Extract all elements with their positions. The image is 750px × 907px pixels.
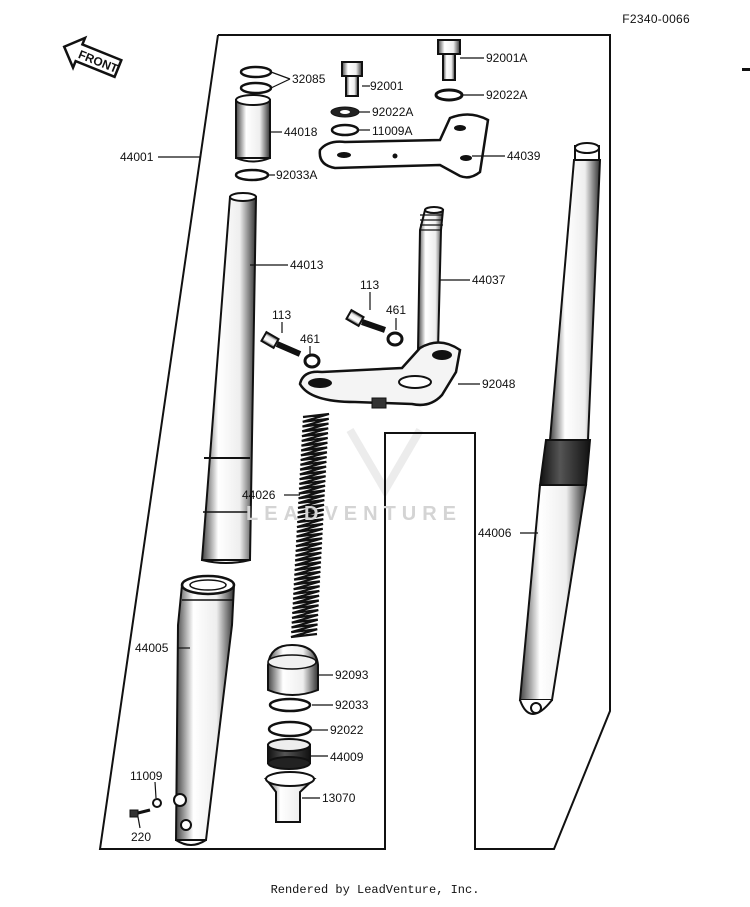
bolt-220: [129, 808, 151, 818]
spacer-44018: [235, 94, 271, 163]
edge-mark: [742, 68, 750, 71]
label-220: 220: [131, 830, 152, 844]
piston-92093: [267, 643, 319, 696]
leader-lines: [137, 57, 538, 829]
washer-92022a-right: [434, 88, 464, 102]
washer-11009a: [330, 123, 360, 137]
label-44037: 44037: [472, 273, 506, 287]
label-92001a: 92001A: [486, 51, 528, 65]
washer-11009: [152, 798, 162, 808]
lower-bracket-92048: [298, 341, 462, 409]
label-92048: 92048: [482, 377, 516, 391]
bolt-92001a: [437, 39, 461, 81]
label-92022a-right: 92022A: [486, 88, 528, 102]
label-92033a: 92033A: [276, 168, 318, 182]
label-92093: 92093: [335, 668, 369, 682]
diagram-code: F2340-0066: [622, 12, 690, 26]
label-11009a: 11009A: [372, 124, 413, 138]
label-92033: 92033: [335, 698, 369, 712]
washer-461-b: [303, 353, 321, 369]
bolt-92001: [341, 61, 363, 97]
label-44018: 44018: [284, 125, 318, 139]
bolt-113-a: [345, 308, 386, 333]
frame-outline: [98, 34, 611, 850]
label-44006: 44006: [478, 526, 512, 540]
label-461-b: 461: [300, 332, 321, 346]
label-461-a: 461: [386, 303, 407, 317]
label-44001: 44001: [120, 150, 154, 164]
label-44005: 44005: [135, 641, 169, 655]
oring-92033: [268, 697, 312, 713]
fork-assembly-44006: [518, 142, 602, 715]
outer-tube-44005: [173, 574, 236, 846]
label-92001: 92001: [370, 79, 404, 93]
washer-461-a: [386, 331, 404, 347]
label-44026: 44026: [242, 488, 276, 502]
label-44013: 44013: [290, 258, 324, 272]
footer-credit: Rendered by LeadVenture, Inc.: [270, 883, 480, 897]
oring-92033a: [234, 168, 270, 182]
washer-92022a-left: [330, 106, 360, 118]
bushing-13070: [263, 771, 317, 823]
spring-44026: [290, 412, 330, 639]
label-13070: 13070: [322, 791, 356, 805]
label-113-a: 113: [360, 278, 380, 292]
watermark-text: LEADVENTURE: [246, 503, 463, 525]
label-92022: 92022: [330, 723, 364, 737]
oring-32085: [239, 65, 273, 95]
label-32085: 32085: [292, 72, 326, 86]
label-44039: 44039: [507, 149, 541, 163]
bolt-113-b: [260, 330, 302, 357]
bracket-44039: [318, 113, 490, 179]
label-113-b: 113: [272, 308, 292, 322]
washer-92022: [267, 720, 313, 738]
label-44009: 44009: [330, 750, 364, 764]
label-11009: 11009: [130, 769, 163, 783]
seal-44009: [267, 738, 311, 770]
label-92022a-left: 92022A: [372, 105, 414, 119]
front-arrow-icon: FRONT: [62, 35, 123, 79]
inner-tube-44013: [200, 192, 258, 564]
steering-stem-44037: [416, 206, 445, 351]
